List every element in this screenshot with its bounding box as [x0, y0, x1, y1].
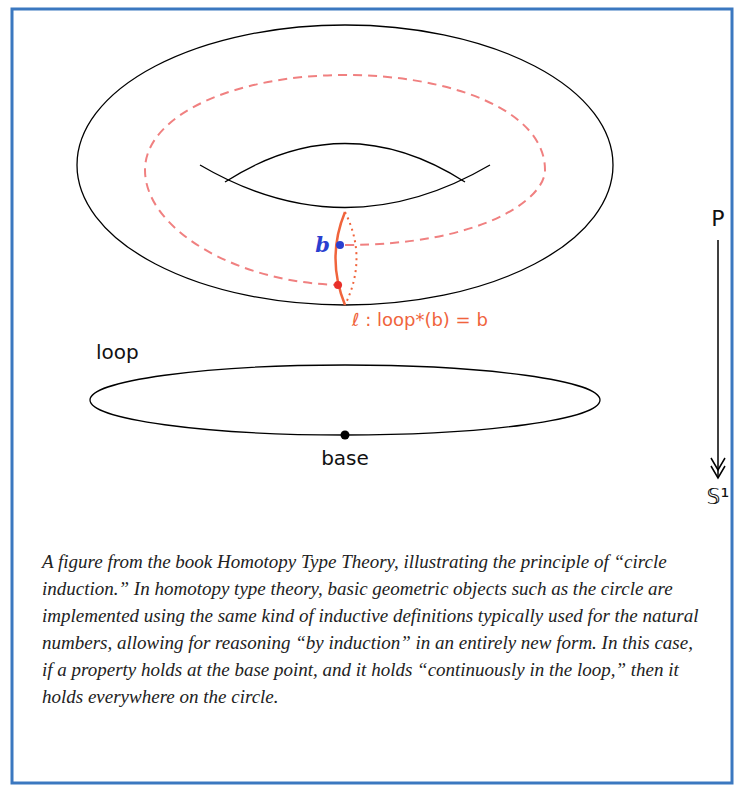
arrow-head [711, 458, 725, 470]
circle-outline [90, 365, 600, 435]
fiber-dotted [345, 212, 357, 305]
fiber-solid [336, 212, 346, 305]
frame-border [12, 9, 732, 783]
base-space-label: 𝕊¹ [707, 484, 730, 510]
path-label: ℓ : loop*(b) = b [352, 309, 488, 331]
fibration-label: P [711, 206, 724, 232]
point-transport [334, 281, 342, 289]
torus-outline [77, 25, 613, 305]
projection-arrow [717, 240, 719, 478]
base-point [341, 431, 350, 440]
torus-hole-upper [225, 144, 465, 183]
arrow-head [711, 466, 725, 478]
lifted-path [145, 75, 545, 285]
loop-label: loop [96, 340, 139, 364]
figure-caption: A figure from the book Homotopy Type The… [42, 548, 702, 710]
point-label: b [315, 232, 330, 257]
base-label: base [321, 446, 369, 470]
point-b [336, 241, 344, 249]
